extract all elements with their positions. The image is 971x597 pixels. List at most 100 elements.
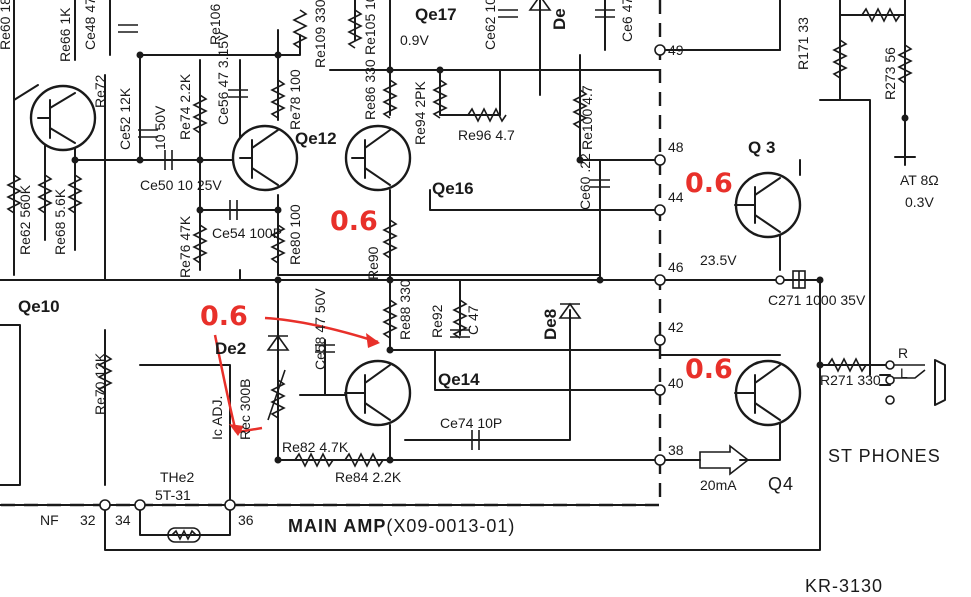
diodes — [266, 0, 582, 351]
label-ce54: Ce54 100P — [212, 225, 282, 241]
terminal-49 — [654, 44, 666, 56]
label-at8: AT 8Ω — [900, 172, 939, 188]
terminal-32 — [99, 499, 111, 511]
label-r171: R171 33 — [795, 17, 811, 70]
label-ic-adj: Ic ADJ. — [209, 396, 225, 440]
label-the2: THe2 — [160, 469, 194, 485]
label-model: KR-3130 — [805, 576, 883, 596]
label-r273: R273 56 — [882, 47, 898, 100]
labels: Re60 180K Re66 1K Re72 Ce48 470 6.3V Re6… — [0, 0, 941, 596]
board-outline — [0, 0, 662, 507]
label-ce56: Ce56 47 3.15V — [215, 31, 231, 125]
label-ce48: Ce48 470 6.3V — [82, 0, 98, 50]
label-re86: Re86 330 — [362, 59, 378, 120]
transistor-q4 — [734, 359, 802, 427]
jack-pin-r — [885, 360, 895, 370]
terminal-label-32: 32 — [80, 512, 96, 528]
terminal-44 — [654, 204, 666, 216]
label-re68: Re68 5.6K — [52, 188, 68, 255]
capacitors — [118, 9, 806, 450]
terminal-42 — [654, 334, 666, 346]
label-c271: C271 1000 35V — [768, 292, 866, 308]
label-re76: Re76 47K — [177, 215, 193, 278]
annotation-0.6-q4: 0.6 — [685, 354, 733, 385]
label-re84: Re84 2.2K — [335, 469, 402, 485]
terminals — [99, 44, 895, 511]
label-i20: 20mA — [700, 477, 737, 493]
transistor-qe10 — [29, 84, 97, 152]
label-de-top: De — [550, 8, 569, 30]
current-arrow-icon — [699, 444, 750, 476]
jack-pin-l — [885, 375, 895, 385]
label-re92: Re92 — [429, 304, 445, 338]
transistor-q3 — [734, 171, 802, 239]
resistors — [6, 7, 913, 543]
label-ce50b: 10 50V — [152, 105, 168, 150]
transistors — [29, 84, 802, 427]
annotation-0.6-q3: 0.6 — [685, 168, 733, 199]
label-ce6x: Ce6 47 5 — [619, 0, 635, 42]
label-qe17: Qe17 — [415, 5, 457, 24]
terminal-label-48: 48 — [668, 139, 684, 155]
label-ce58: Ce58 47 50V — [312, 288, 328, 370]
label-rec: Rec 300B — [237, 379, 253, 440]
label-re88: Re88 330 — [397, 279, 413, 340]
terminal-48 — [654, 154, 666, 166]
label-st-phones: ST PHONES — [828, 446, 941, 466]
transistor-qe12 — [231, 124, 299, 192]
terminal-38 — [654, 454, 666, 466]
label-re78: Re78 100 — [287, 69, 303, 130]
label-de2: De2 — [215, 339, 246, 358]
label-q4: Q4 — [768, 474, 794, 494]
annotation-0.6-qe16: 0.6 — [330, 206, 378, 237]
label-re94: Re94 2PK — [412, 81, 428, 145]
label-ce60: Ce60 .22 — [577, 153, 593, 210]
label-ce50: Ce50 10 25V — [140, 177, 222, 193]
label-re96: Re96 4.7 — [458, 127, 515, 143]
label-v09: 0.9V — [400, 32, 429, 48]
label-c47: C 47 — [465, 305, 481, 335]
label-qe16: Qe16 — [432, 179, 474, 198]
jack-pin-gnd — [885, 395, 895, 405]
terminal-label-34: 34 — [115, 512, 131, 528]
terminal-36 — [224, 499, 236, 511]
label-v235: 23.5V — [700, 252, 737, 268]
label-re60: Re60 180K — [0, 0, 13, 50]
label-at8v: 0.3V — [905, 194, 934, 210]
label-r271: R271 330 — [820, 372, 881, 388]
terminal-40 — [654, 384, 666, 396]
annotation-0.6-qe14: 0.6 — [200, 301, 248, 332]
terminal-label-46: 46 — [668, 259, 684, 275]
label-re100: Re100 4.7 — [579, 85, 595, 150]
terminal-output — [775, 275, 785, 285]
label-re72: Re72 — [92, 74, 108, 108]
label-l-jack: L — [900, 365, 908, 381]
red-annotations: 0.6 0.6 0.6 0.6 — [200, 168, 733, 385]
terminal-34 — [134, 499, 146, 511]
label-re105: Re105 10K — [362, 0, 378, 55]
label-re90: Re90 — [365, 246, 381, 280]
label-ce52: Ce52 12K — [117, 87, 133, 150]
terminal-label-44: 44 — [668, 189, 684, 205]
terminal-label-40: 40 — [668, 375, 684, 391]
label-re74: Re74 2.2K — [177, 73, 193, 140]
label-nf: NF — [40, 512, 59, 528]
junction-dots — [71, 51, 909, 464]
wiring — [0, 0, 906, 551]
transistor-qe14 — [344, 359, 412, 427]
label-re109: Re109 330 — [312, 0, 328, 68]
terminal-label-36: 36 — [238, 512, 254, 528]
annotation-arrows — [213, 316, 380, 436]
phone-jack-icon — [890, 359, 946, 406]
terminal-46 — [654, 274, 666, 286]
transistor-qe16 — [344, 124, 412, 192]
terminal-label-49: 49 — [668, 42, 684, 58]
terminal-label-42: 42 — [668, 319, 684, 335]
label-re62: Re62 560K — [17, 184, 33, 255]
label-de8: De8 — [541, 309, 560, 340]
label-q3: Q 3 — [748, 138, 775, 157]
label-qe14: Qe14 — [438, 370, 480, 389]
label-r-jack: R — [898, 345, 908, 361]
